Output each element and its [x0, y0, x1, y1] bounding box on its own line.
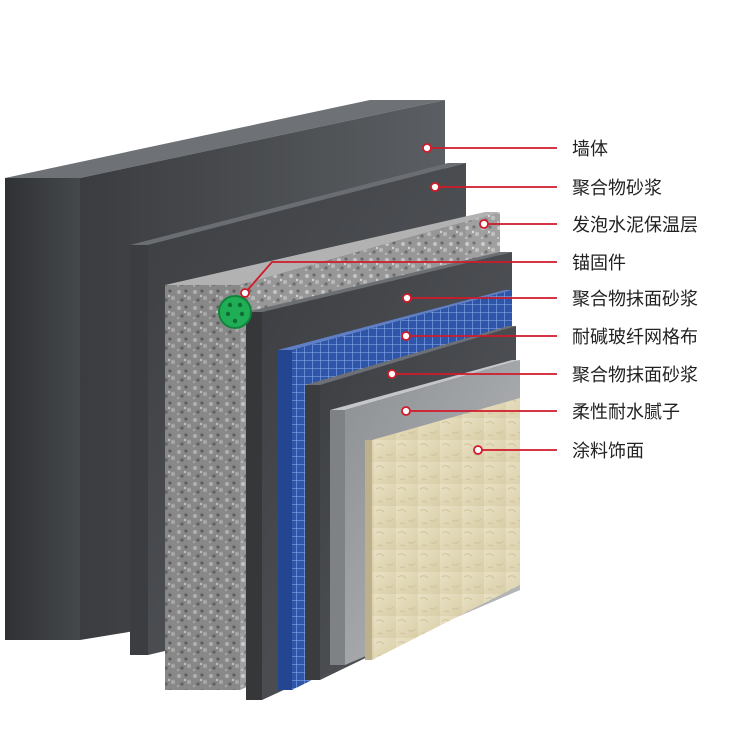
callout-alkali-mesh: 耐碱玻纤网格布 — [401, 327, 698, 348]
anchor-fastener — [218, 295, 252, 329]
label-anchor: 锚固件 — [572, 253, 626, 274]
label-foam-insulation: 发泡水泥保温层 — [572, 215, 698, 236]
callout-flexible-putty: 柔性耐水腻子 — [401, 402, 680, 423]
callout-polymer-mortar: 聚合物砂浆 — [430, 178, 662, 199]
callout-wall: 墙体 — [422, 139, 608, 160]
label-polymer-mortar: 聚合物砂浆 — [572, 178, 662, 199]
callout-polymer-plaster-mortar-1: 聚合物抹面砂浆 — [402, 289, 698, 310]
paint-finish-layer — [365, 398, 520, 660]
label-flexible-putty: 柔性耐水腻子 — [572, 402, 680, 423]
callout-foam-insulation: 发泡水泥保温层 — [479, 215, 698, 236]
callout-paint-finish: 涂料饰面 — [473, 441, 644, 462]
label-polymer-plaster-mortar-2: 聚合物抹面砂浆 — [572, 365, 698, 386]
label-wall: 墙体 — [572, 139, 608, 160]
callout-group: 墙体 聚合物砂浆 发泡水泥保温层 锚固件 聚合物抹面砂浆 耐碱玻纤网格布 — [240, 139, 698, 462]
label-alkali-mesh: 耐碱玻纤网格布 — [572, 327, 698, 348]
callout-polymer-plaster-mortar-2: 聚合物抹面砂浆 — [387, 365, 698, 386]
callout-anchor: 锚固件 — [240, 253, 626, 298]
label-paint-finish: 涂料饰面 — [572, 441, 644, 462]
label-polymer-plaster-mortar-1: 聚合物抹面砂浆 — [572, 289, 698, 310]
